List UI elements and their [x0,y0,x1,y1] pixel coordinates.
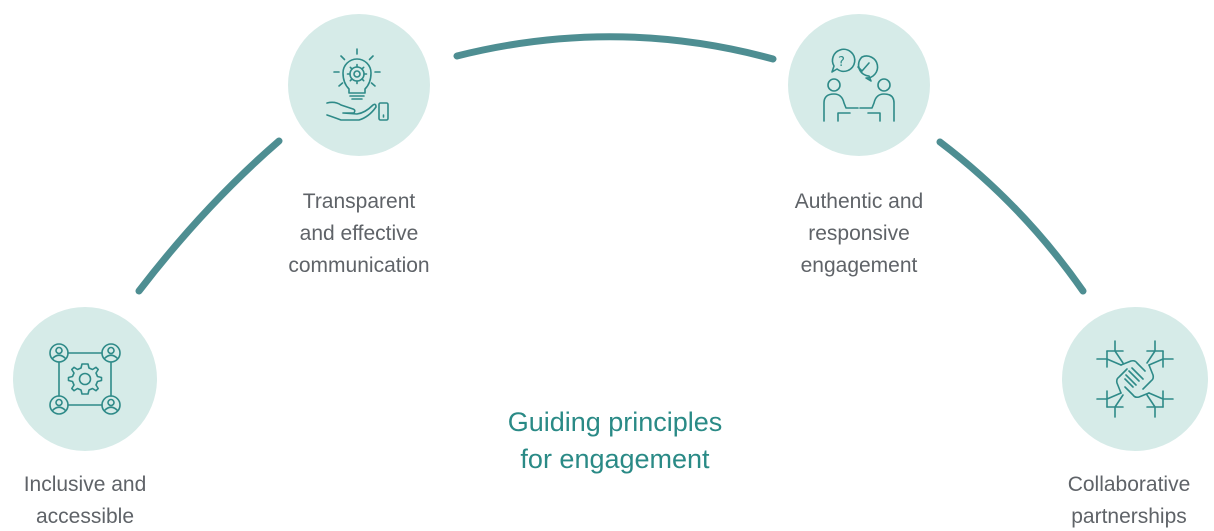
arc-right [936,138,1087,295]
arc-left [135,137,283,295]
svg-text:?: ? [838,55,845,70]
principle-circle-authentic: ? [788,14,930,156]
principle-label-inclusive: Inclusive and accessible [23,473,147,528]
lightbulb-hand-icon [326,48,389,121]
dialogue-people-icon: ? [823,48,895,122]
principle-label-authentic: Authentic and responsive engagement [794,190,924,277]
principle-circle-transparent [288,14,430,156]
diagram-title: Guiding principles for engagement [507,407,723,474]
principle-label-transparent: Transparent and effective communication [288,190,430,277]
people-gear-network-icon [49,343,121,415]
principle-circle-inclusive [13,307,157,451]
principle-label-collaborative: Collaborative partnerships [1067,473,1191,528]
joined-hands-icon [1096,340,1174,418]
principle-circle-collaborative [1062,307,1208,451]
arc-top [453,33,777,63]
